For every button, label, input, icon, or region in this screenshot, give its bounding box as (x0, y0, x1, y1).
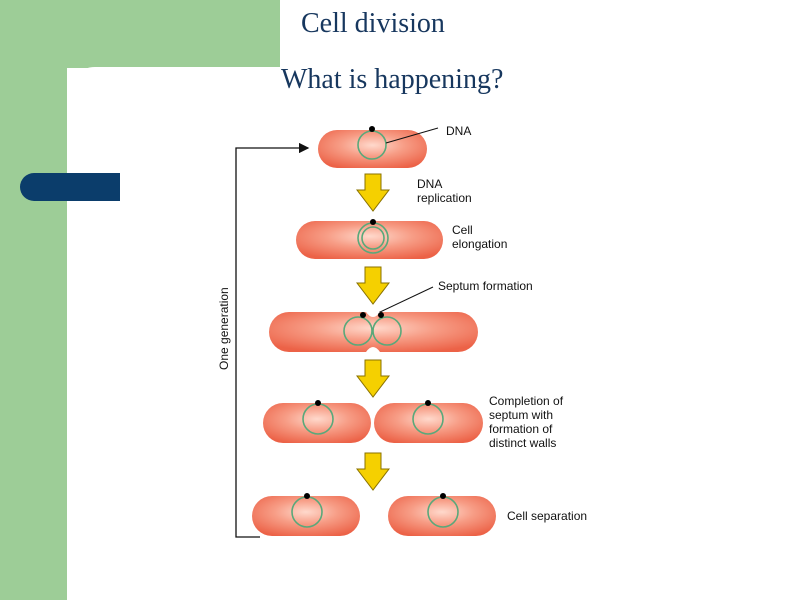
cell-stage-2 (296, 219, 443, 259)
dna-pointer (385, 127, 439, 144)
green-frame-left (0, 0, 67, 600)
arrow-down-icon (355, 173, 391, 212)
blue-tab-decoration (20, 173, 120, 201)
slide-title: Cell division (301, 8, 445, 39)
arrow-down-icon (355, 359, 391, 398)
green-frame-top (0, 0, 280, 68)
cell-stage-1 (318, 126, 427, 168)
cell-stage-4 (263, 400, 483, 443)
dna-replication-label: DNA replication (417, 177, 472, 205)
septum-formation-label: Septum formation (438, 279, 533, 293)
cell-stage-3 (269, 312, 478, 352)
arrow-down-icon (355, 266, 391, 305)
cell-elongation-label: Cell elongation (452, 223, 507, 251)
one-generation-label: One generation (217, 287, 231, 370)
completion-septum-label: Completion of septum with formation of d… (489, 394, 566, 450)
arrow-down-icon (355, 452, 391, 491)
slide-subtitle: What is happening? (281, 64, 504, 95)
cell-stage-5 (252, 493, 496, 536)
generation-cycle-bracket (235, 142, 310, 538)
dna-label: DNA (446, 124, 471, 138)
cell-separation-label: Cell separation (507, 509, 587, 523)
septum-pointer (377, 286, 434, 314)
